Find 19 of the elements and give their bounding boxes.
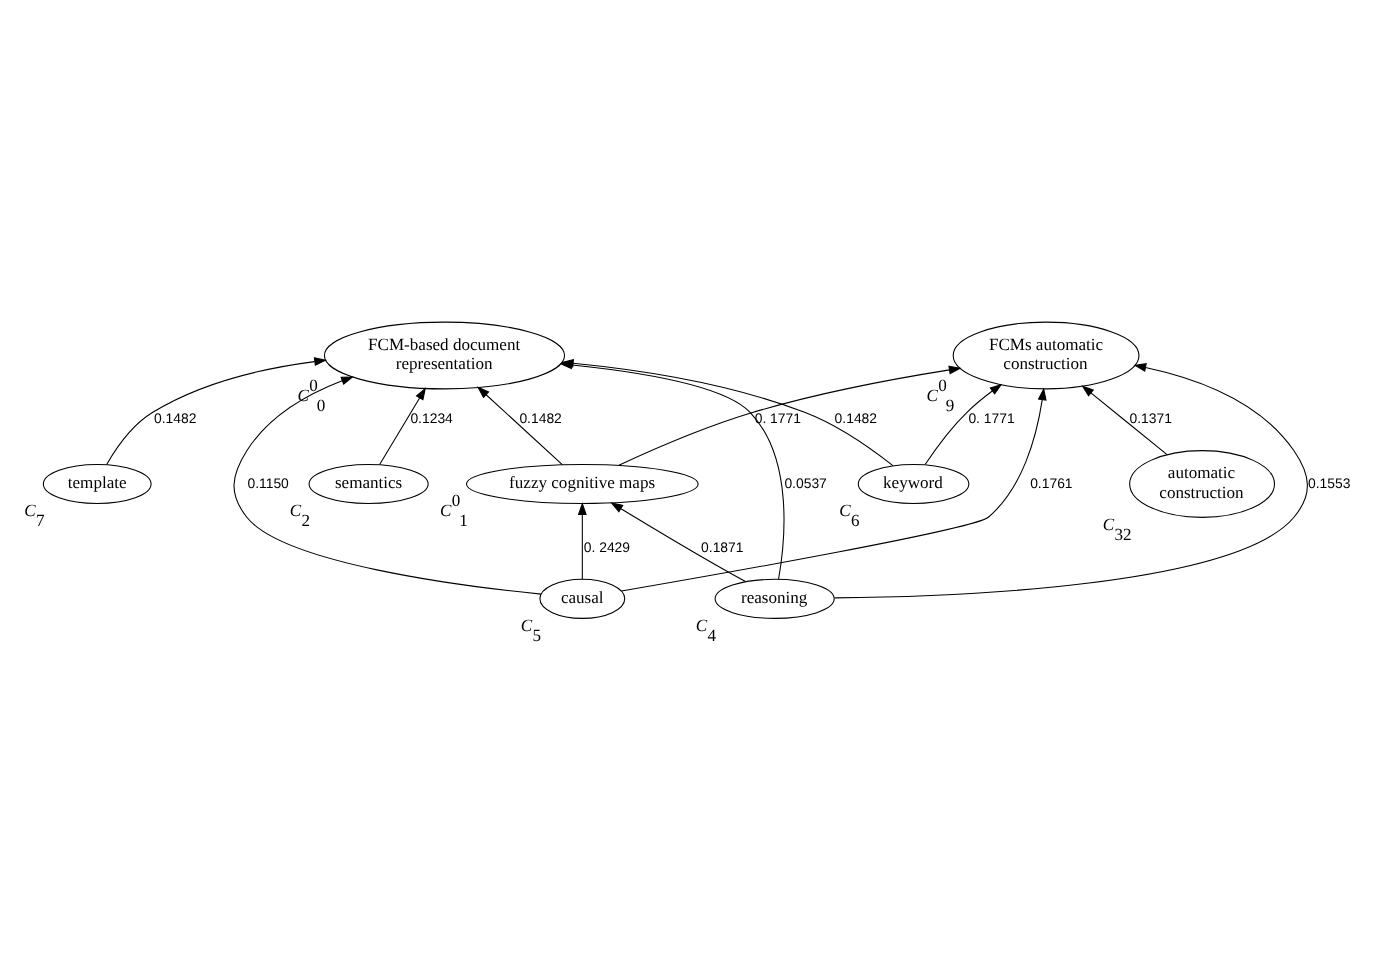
arrow <box>379 387 427 466</box>
arrow <box>618 365 962 466</box>
node-ellipse: template <box>42 463 152 505</box>
arrow <box>476 386 563 466</box>
arrow <box>834 363 1308 599</box>
arrow <box>924 383 1003 466</box>
node-ellipse: causal <box>539 578 626 619</box>
node-ellipse: reasoning <box>714 578 835 619</box>
arrow <box>233 376 542 595</box>
arrow <box>610 502 746 583</box>
arrow <box>577 502 587 580</box>
node-ellipse: semantics <box>308 463 429 505</box>
node-ellipse: FCMs automatic construction <box>952 321 1140 390</box>
node-ellipse: automatic construction <box>1129 450 1275 518</box>
node-ellipse: keyword <box>857 463 970 505</box>
arrow <box>1081 385 1168 456</box>
arrow <box>620 387 1047 592</box>
arrow <box>106 357 328 465</box>
node-ellipse: fuzzy cognitive maps <box>465 463 699 505</box>
